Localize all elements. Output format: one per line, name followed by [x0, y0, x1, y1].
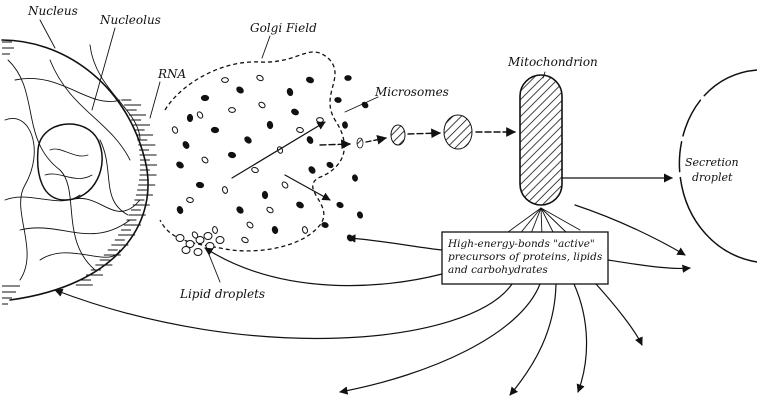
golgi-dense-granule [236, 86, 245, 94]
granule-progression [320, 115, 515, 149]
mitochondrion [520, 75, 562, 205]
golgi-dense-granule [211, 127, 219, 133]
microsome-particles [321, 76, 369, 242]
microsome [321, 222, 329, 228]
microsome [336, 201, 344, 208]
microsome [345, 76, 351, 81]
golgi-vesicle [212, 226, 218, 234]
golgi-vesicle [251, 167, 259, 174]
golgi-dense-granule [244, 136, 253, 145]
lipid-droplet [206, 243, 214, 250]
golgi-dense-granule [201, 95, 208, 100]
golgi-dense-granule [182, 141, 190, 150]
lipid-droplet [182, 247, 190, 254]
golgi-vesicle [316, 117, 323, 122]
golgi-vesicle [246, 221, 254, 229]
golgi-vesicle [196, 111, 204, 119]
lipid-droplet [176, 235, 184, 242]
precursor-line-1: High-energy-bonds "active" [447, 238, 595, 250]
golgi-dense-granule [228, 152, 236, 159]
label-mitochondrion: Mitochondrion [507, 55, 598, 69]
golgi-field-boundary [160, 52, 344, 251]
golgi-dense-granule [262, 191, 268, 199]
golgi-dense-granule [271, 226, 278, 234]
golgi-vesicle [241, 236, 249, 243]
lipid-droplet [194, 249, 202, 256]
label-nucleus: Nucleus [27, 4, 78, 18]
golgi-dense-granule [287, 88, 294, 96]
golgi-vesicle [296, 127, 304, 133]
golgi-arrows [232, 122, 330, 200]
golgi-dense-granule [176, 206, 184, 215]
lipid-droplet [216, 237, 224, 244]
label-droplet: droplet [692, 171, 733, 184]
microsome [326, 161, 334, 169]
golgi-dense-granule [176, 161, 185, 169]
label-nucleolus: Nucleolus [99, 13, 161, 27]
golgi-dense-granule [306, 76, 315, 83]
golgi-dense-granule [267, 121, 273, 129]
lipid-droplet [204, 233, 212, 240]
golgi-vesicle [228, 107, 235, 113]
microsome [357, 211, 364, 219]
golgi-dense-granule [187, 114, 192, 121]
label-rna: RNA [157, 67, 187, 81]
golgi-field-particles [171, 74, 323, 243]
label-microsomes: Microsomes [374, 85, 449, 99]
microsome [342, 121, 348, 128]
nucleolus-body [38, 124, 103, 200]
golgi-vesicle [258, 101, 266, 109]
lipid-droplet [196, 237, 204, 244]
golgi-dense-granule [236, 206, 245, 215]
golgi-vesicle [201, 156, 209, 164]
golgi-dense-granule [291, 108, 300, 116]
nucleus [2, 40, 148, 304]
golgi-vesicle [222, 78, 229, 83]
golgi-dense-granule [196, 182, 204, 188]
golgi-vesicle [266, 206, 274, 214]
label-secretion: Secretion [685, 156, 739, 169]
golgi-vesicle [222, 186, 229, 194]
label-lipid-droplets: Lipid droplets [179, 287, 265, 301]
nucleus-edge-hatching [2, 42, 20, 304]
precursor-line-2: precursors of proteins, lipids [448, 251, 603, 263]
golgi-dense-granule [296, 201, 305, 209]
label-golgi-field: Golgi Field [250, 21, 317, 35]
precursor-line-3: and carbohydrates [448, 264, 548, 276]
microsome [334, 97, 341, 103]
precursor-box: High-energy-bonds "active" precursors of… [442, 232, 608, 284]
golgi-vesicle [256, 74, 264, 81]
golgi-vesicle [171, 126, 178, 134]
lipid-droplet-cluster [176, 233, 224, 256]
microsome [361, 101, 369, 109]
golgi-dense-granule [308, 166, 317, 175]
microsome [352, 174, 358, 181]
rna-streaks [76, 100, 157, 285]
golgi-vesicle [186, 197, 194, 203]
golgi-vesicle [281, 181, 289, 189]
golgi-dense-granule [306, 136, 314, 145]
golgi-vesicle [302, 226, 309, 234]
